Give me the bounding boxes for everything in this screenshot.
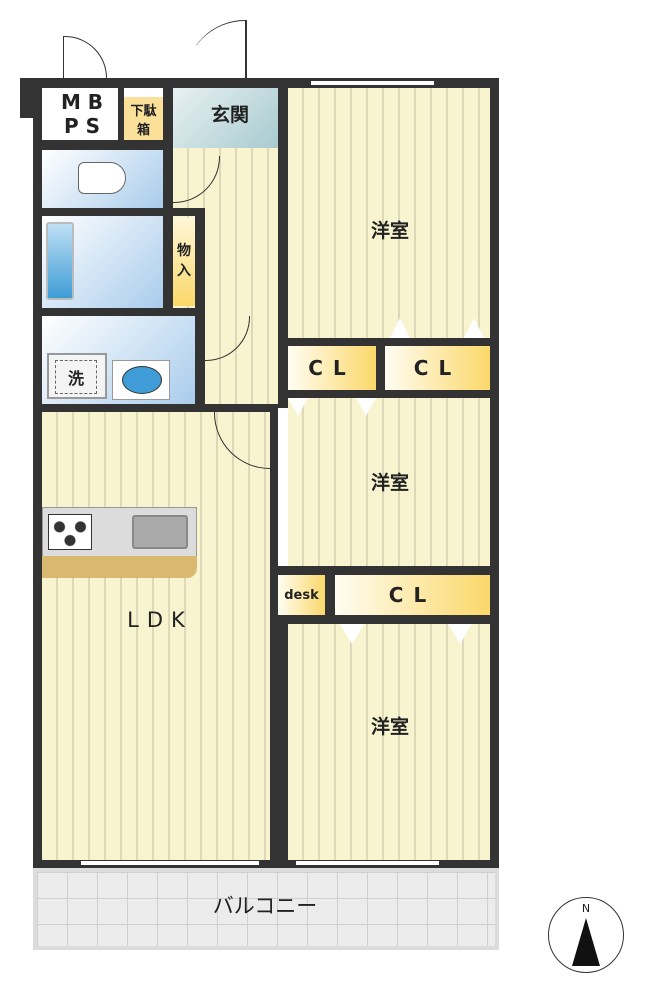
wall [195,208,205,408]
ldk [42,412,270,860]
door-marker [356,398,376,416]
entrance [173,88,278,148]
balcony-label: バルコニー [212,894,318,918]
mbps-label-top: M B [60,90,104,114]
western-room-1-label: 洋室 [370,219,409,242]
compass [548,897,624,973]
door-marker [340,624,364,644]
front-door[interactable] [185,20,247,81]
window [80,860,260,866]
window [295,860,440,866]
closet-3-label: CL [388,583,437,607]
closet-2: CL [385,346,490,390]
wall [278,624,288,860]
door-marker [448,624,472,644]
balcony [33,868,499,950]
closet-1: CL [288,346,376,390]
closet-3: CL [335,575,490,615]
wall [33,208,205,216]
door-marker [288,398,308,416]
wall [33,404,278,412]
storage [173,218,195,306]
kitchen-sink-icon [132,515,188,549]
outer-wall-bottom [33,860,499,868]
wall [278,78,288,408]
shoe-box-label-bottom: 箱 [136,122,150,138]
desk: desk [278,575,325,615]
wall [278,566,498,575]
wall [33,308,205,316]
entrance-label: 玄関 [210,103,249,126]
closet-2-label: CL [413,356,462,380]
storage-label-top: 物 [177,243,191,259]
door-marker [464,318,484,338]
wall [278,615,498,624]
mbps [42,88,118,140]
compass-north-label: N [581,901,591,915]
stove-icon [48,514,92,550]
outer-wall-right [490,78,499,868]
western-room-3 [288,624,490,860]
door-marker [390,318,410,338]
bathtub-icon [46,222,74,300]
western-room-2 [288,398,490,566]
mbps-label-bottom: P S [63,114,101,138]
shoe-box [124,97,163,140]
toilet-icon [78,162,126,194]
wall [33,140,173,150]
north-arrow-icon [572,918,600,966]
desk-label: desk [284,587,319,603]
shoe-box-label-top: 下駄 [130,103,157,119]
outer-wall-left [33,78,42,868]
wall [376,346,385,390]
western-room-1 [288,88,490,345]
counter-top [42,556,197,578]
washer-label: 洗 [55,360,97,394]
wall [270,404,278,860]
wall [118,88,124,148]
mbps-door[interactable] [63,36,107,79]
western-room-3-label: 洋室 [370,715,409,738]
western-room-2-label: 洋室 [370,471,409,494]
basin-icon [122,366,162,394]
wall [325,575,335,615]
wall [278,338,498,346]
ldk-label: LDK [127,608,193,632]
closet-1-label: CL [308,356,356,380]
outer-wall-top [20,78,498,88]
window [310,80,435,86]
storage-label-bottom: 入 [177,263,191,279]
wall [278,390,498,398]
wall [163,88,173,408]
